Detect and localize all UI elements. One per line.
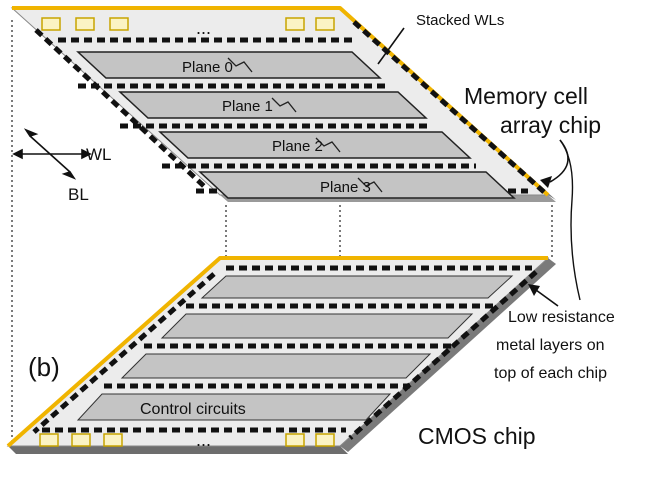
plane-1 bbox=[118, 91, 428, 119]
plane-2 bbox=[158, 131, 472, 159]
cmos-block-0 bbox=[200, 275, 514, 299]
plane-0-label: Plane 0 bbox=[182, 59, 233, 76]
metal-note-line2: metal layers on bbox=[496, 337, 605, 354]
memory-chip-name-line1: Memory cell bbox=[464, 83, 588, 109]
memory-chip-name-line2: array chip bbox=[500, 112, 601, 138]
figure-label: (b) bbox=[28, 352, 60, 382]
plane-3-label: Plane 3 bbox=[320, 179, 371, 196]
plane-0 bbox=[76, 51, 382, 79]
metal-note-curve bbox=[559, 139, 581, 301]
wl-bl-axes bbox=[12, 128, 92, 180]
memory-chip-arrow bbox=[549, 139, 569, 183]
bottom-chip-side bbox=[340, 258, 556, 452]
bottom-chip-blocks bbox=[76, 275, 514, 421]
cmos-block-2 bbox=[120, 353, 432, 379]
stacked-wls-label: Stacked WLs bbox=[416, 12, 504, 29]
bottom-chip-bond-pads bbox=[39, 433, 335, 447]
top-chip-bond-pads bbox=[41, 17, 335, 31]
cmos-chip-name: CMOS chip bbox=[418, 423, 536, 449]
cmos-block-3 bbox=[76, 393, 392, 421]
memory-cell-array-chip: ... Plane 0 Plane 1 Plane 2 Plane 3 bbox=[10, 6, 556, 202]
bottom-chip-ellipsis: ... bbox=[196, 430, 211, 450]
bottom-chip-side-bottom bbox=[8, 446, 348, 454]
top-chip-planes bbox=[76, 51, 516, 199]
metal-note-leader bbox=[535, 289, 559, 307]
top-chip-ellipsis: ... bbox=[196, 18, 211, 38]
plane-1-label: Plane 1 bbox=[222, 98, 273, 115]
cmos-block-1 bbox=[160, 313, 474, 339]
metal-note-line3: top of each chip bbox=[494, 365, 607, 382]
control-circuits-label: Control circuits bbox=[140, 401, 246, 418]
wl-axis-label: WL bbox=[86, 145, 112, 164]
cmos-chip: ... Control circuits bbox=[6, 256, 556, 454]
bl-axis-label: BL bbox=[68, 185, 89, 204]
bottom-chip-dash-rows bbox=[32, 265, 538, 440]
plane-3 bbox=[198, 171, 516, 199]
stacked-wls-leader bbox=[377, 27, 405, 65]
top-chip-metal-edge bbox=[12, 6, 550, 197]
metal-note-line1: Low resistance bbox=[508, 309, 615, 326]
plane-2-label: Plane 2 bbox=[272, 138, 323, 155]
bottom-chip-metal-edge bbox=[6, 256, 548, 448]
